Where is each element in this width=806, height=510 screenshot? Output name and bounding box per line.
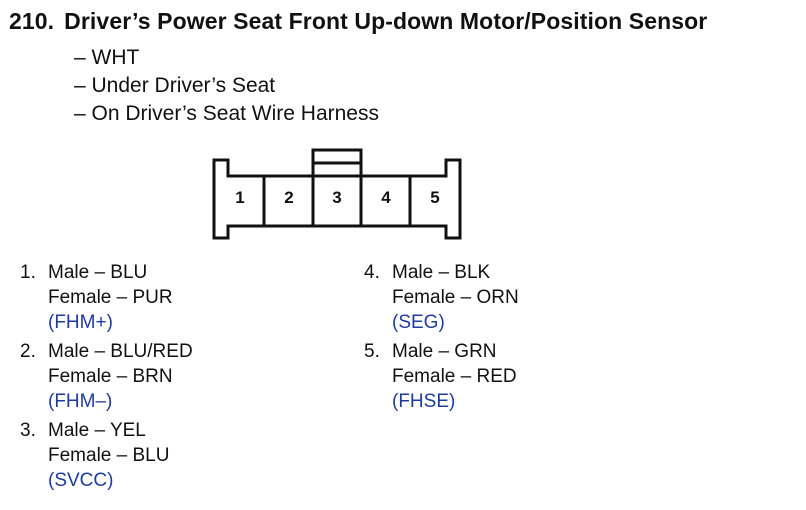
- pin-male-wire: Male – BLU/RED: [48, 341, 193, 362]
- section-number: 210.: [9, 8, 55, 34]
- pin-male-wire: Male – YEL: [48, 420, 146, 441]
- pin-signal: (SEG): [392, 312, 445, 333]
- pin-male-wire: Male – GRN: [392, 341, 497, 362]
- connector-pin-label-5: 5: [430, 188, 439, 207]
- pin-signal: (SVCC): [48, 470, 114, 491]
- pin-list-right: 4. Male – BLK Female – ORN (SEG) 5. Male…: [364, 260, 519, 418]
- pin-entry-4: 4. Male – BLK Female – ORN (SEG): [364, 260, 519, 335]
- pin-female-wire: Female – RED: [392, 366, 517, 387]
- pin-female-wire: Female – PUR: [48, 287, 173, 308]
- pin-female-wire: Female – BRN: [48, 366, 173, 387]
- pin-female-wire: Female – BLU: [48, 445, 170, 466]
- pin-male-wire: Male – BLK: [392, 262, 491, 283]
- connector-harness: – On Driver’s Seat Wire Harness: [74, 102, 379, 125]
- section-title: Driver’s Power Seat Front Up-down Motor/…: [64, 8, 708, 34]
- pin-entry-5: 5. Male – GRN Female – RED (FHSE): [364, 339, 519, 414]
- pin-male-wire: Male – BLU: [48, 262, 148, 283]
- connector-housing: [212, 158, 462, 240]
- pin-number: 2.: [20, 341, 36, 362]
- pin-number: 1.: [20, 262, 36, 283]
- pin-number: 5.: [364, 341, 380, 362]
- pin-signal: (FHM–): [48, 391, 113, 412]
- connector-pin-label-4: 4: [381, 188, 391, 207]
- pin-entry-3: 3. Male – YEL Female – BLU (SVCC): [20, 418, 193, 493]
- page-title: 210. Driver’s Power Seat Front Up-down Mo…: [9, 8, 707, 35]
- pin-signal: (FHSE): [392, 391, 456, 412]
- pin-number: 4.: [364, 262, 380, 283]
- connector-color: – WHT: [74, 46, 140, 69]
- pin-number: 3.: [20, 420, 36, 441]
- connector-pin-label-1: 1: [235, 188, 244, 207]
- pin-entry-2: 2. Male – BLU/RED Female – BRN (FHM–): [20, 339, 193, 414]
- connector-diagram: 1 2 3 4 5: [212, 148, 462, 240]
- pin-female-wire: Female – ORN: [392, 287, 519, 308]
- connector-details: – WHT – Under Driver’s Seat – On Driver’…: [74, 44, 379, 128]
- pin-list-left: 1. Male – BLU Female – PUR (FHM+) 2. Mal…: [20, 260, 193, 497]
- pin-signal: (FHM+): [48, 312, 113, 333]
- connector-location: – Under Driver’s Seat: [74, 74, 276, 97]
- connector-pin-label-2: 2: [284, 188, 293, 207]
- pin-entry-1: 1. Male – BLU Female – PUR (FHM+): [20, 260, 193, 335]
- connector-pin-label-3: 3: [332, 188, 341, 207]
